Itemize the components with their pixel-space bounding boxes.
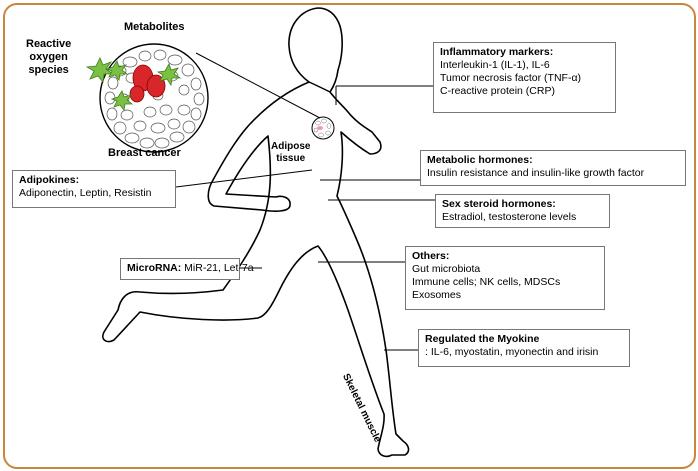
sex-title: Sex steroid hormones: — [442, 198, 556, 210]
connector-lines — [175, 52, 435, 351]
inflammatory-title: Inflammatory markers: — [440, 46, 554, 58]
adipokines-title: Adipokines: — [19, 174, 80, 186]
sex-line: Estradiol, testosterone levels — [442, 211, 577, 223]
breast-tissue-closeup — [99, 43, 209, 153]
others-line: Immune cells; NK cells, MDSCs — [412, 276, 561, 288]
adipose-label-line2: tissue — [276, 153, 306, 164]
adipose-label-line1: Adipose — [271, 141, 311, 152]
myokine-title: Regulated the Myokine — [425, 333, 540, 345]
ros-label-line2: oxygen — [29, 51, 68, 63]
ros-label-line3: species — [28, 64, 69, 76]
others-box: Others: Gut microbiota Immune cells; NK … — [405, 246, 605, 310]
breast-cancer-label: Breast cancer — [108, 147, 181, 159]
metabolites-label: Metabolites — [124, 21, 185, 33]
adipokines-box: Adipokines: Adiponectin, Leptin, Resisti… — [12, 170, 176, 208]
tumor-cells — [129, 64, 166, 103]
inflammatory-line: Tumor necrosis factor (TNF-α) — [440, 72, 582, 84]
others-line: Gut microbiota — [412, 263, 481, 275]
sex-steroid-hormones-box: Sex steroid hormones: Estradiol, testost… — [435, 194, 610, 228]
ros-label: Reactive oxygen species — [26, 38, 71, 77]
adipocyte-cells — [104, 49, 205, 149]
myokine-line: : IL-6, myostatin, myonectin and irisin — [425, 346, 599, 358]
runner-silhouette — [102, 7, 410, 458]
inflammatory-line: C-reactive protein (CRP) — [440, 85, 555, 97]
neck-line — [308, 81, 331, 93]
adipose-tissue-label: Adipose tissue — [271, 141, 310, 165]
inflammatory-line: Interleukin-1 (IL-1), IL-6 — [440, 59, 550, 71]
microrna-box: MicroRNA: MiR-21, Let-7a — [120, 258, 254, 280]
adipokines-line: Adiponectin, Leptin, Resistin — [19, 187, 152, 199]
ros-particles — [85, 57, 182, 111]
metabolic-title: Metabolic hormones: — [427, 154, 533, 166]
metabolic-hormones-box: Metabolic hormones: Insulin resistance a… — [420, 150, 686, 186]
ros-label-line1: Reactive — [26, 38, 72, 50]
microrna-title: MicroRNA: — [127, 262, 182, 274]
microrna-value: MiR-21, Let-7a — [181, 262, 254, 274]
others-title: Others: — [412, 250, 450, 262]
myokine-box: Regulated the Myokine : IL-6, myostatin,… — [418, 329, 630, 367]
inflammatory-markers-box: Inflammatory markers: Interleukin-1 (IL-… — [433, 42, 616, 113]
others-line: Exosomes — [412, 289, 462, 301]
metabolic-line: Insulin resistance and insulin-like grow… — [427, 167, 645, 179]
